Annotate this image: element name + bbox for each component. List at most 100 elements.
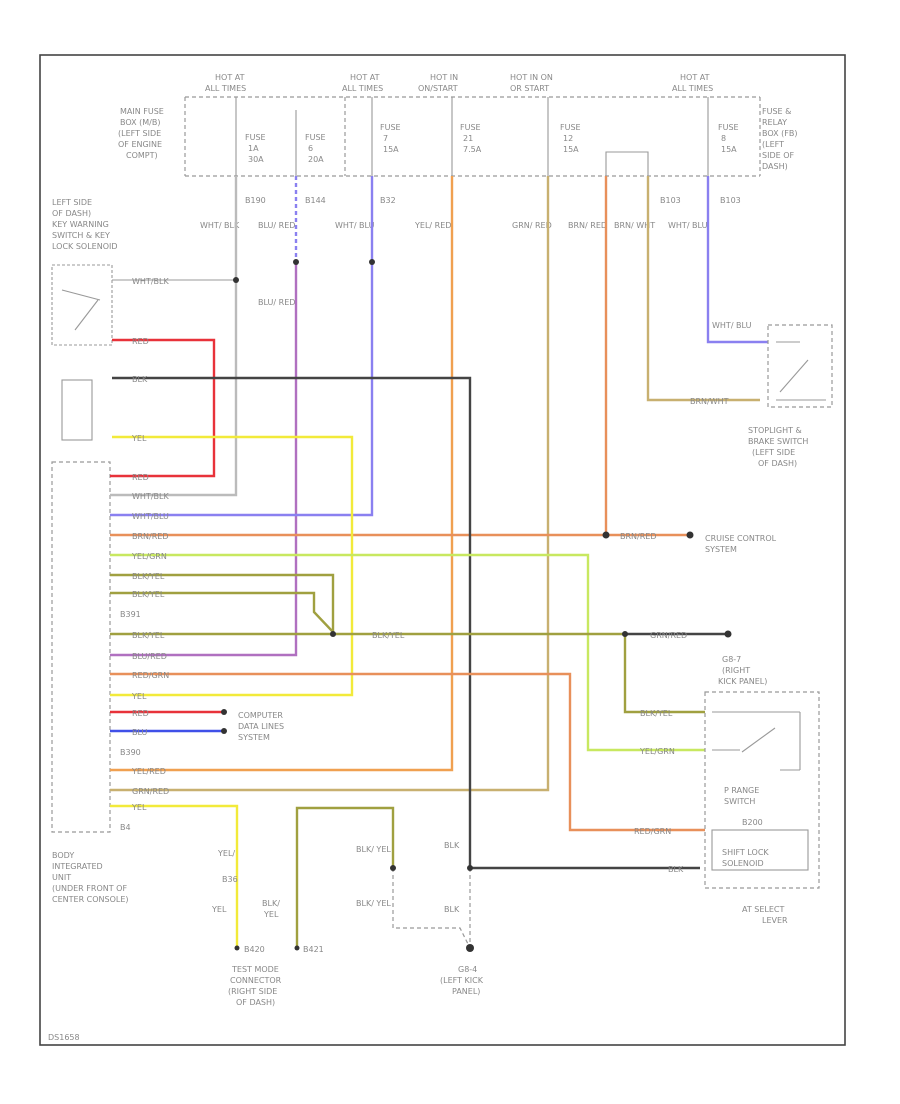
svg-text:YEL/: YEL/ [217,849,235,858]
svg-text:LEFT SIDE: LEFT SIDE [52,198,92,207]
svg-text:LEVER: LEVER [762,916,788,925]
stoplight-switch-symbol [767,324,833,408]
svg-text:BOX (M/B): BOX (M/B) [120,118,160,127]
connector-b32: B32 [380,196,396,205]
junction-dots [221,259,732,952]
svg-text:FUSE &: FUSE & [762,107,791,116]
at-select-box [704,691,820,889]
svg-text:OF DASH): OF DASH) [758,459,797,468]
svg-text:20A: 20A [308,155,324,164]
svg-text:FUSE: FUSE [560,123,581,132]
svg-text:PANEL): PANEL) [452,987,480,996]
stoplight-wire2-label: BRN/WHT [690,397,729,406]
blu-red-mid-label: BLU/ RED [258,298,295,307]
svg-text:YEL: YEL [131,803,147,812]
svg-text:CONNECTOR: CONNECTOR [230,976,282,985]
svg-text:(LEFT KICK: (LEFT KICK [440,976,484,985]
hot-label-2: HOT AT ALL TIMES [342,73,383,93]
svg-text:DATA LINES: DATA LINES [238,722,284,731]
ignition-switch-symbol [51,264,113,441]
svg-text:WHT/ BLU: WHT/ BLU [668,221,708,230]
svg-text:BRN/ RED: BRN/ RED [568,221,607,230]
svg-text:YEL/RED: YEL/RED [131,767,166,776]
footer-code: DS1658 [48,1033,80,1042]
wire-blk-yel-c [110,632,705,714]
svg-text:FUSE: FUSE [718,123,739,132]
svg-text:BLK/ YEL: BLK/ YEL [356,899,391,908]
svg-text:FUSE: FUSE [460,123,481,132]
cruise-wire-label: BRN/RED [620,532,657,541]
svg-text:KICK PANEL): KICK PANEL) [718,677,767,686]
svg-text:STOPLIGHT &: STOPLIGHT & [748,426,802,435]
svg-text:OF ENGINE: OF ENGINE [118,140,162,149]
svg-text:RED: RED [132,337,149,346]
prange-label: P RANGE SWITCH [724,786,759,806]
svg-text:BLK/YEL: BLK/YEL [132,572,165,581]
wire-yel-test [110,804,239,948]
svg-text:WHT/BLU: WHT/BLU [132,512,169,521]
svg-text:RED/GRN: RED/GRN [132,671,169,680]
wire-yel-grn [110,553,705,752]
shift-lock-label: B200 SHIFT LOCK SOLENOID [722,818,769,868]
prange-wire-2: YEL/GRN [639,747,675,756]
wire-purple [110,262,298,657]
svg-text:8: 8 [721,134,726,143]
svg-text:HOT AT: HOT AT [350,73,380,82]
svg-text:21: 21 [463,134,473,143]
svg-text:CENTER CONSOLE): CENTER CONSOLE) [52,895,129,904]
svg-text:WHT/ BLU: WHT/ BLU [335,221,375,230]
svg-text:LOCK SOLENOID: LOCK SOLENOID [52,242,118,251]
svg-text:BODY: BODY [52,851,74,860]
body-unit-label: BODY INTEGRATED UNIT (UNDER FRONT OF CEN… [52,851,129,904]
prange-wire-1: BLK/YEL [640,709,673,718]
svg-text:B36: B36 [222,875,238,884]
svg-text:YEL: YEL [211,905,227,914]
wire-blk-yel-a [110,573,335,632]
connector-b103b: B103 [720,196,741,205]
svg-text:OF DASH): OF DASH) [236,998,275,1007]
svg-text:HOT IN: HOT IN [430,73,458,82]
shift-lock-wire-2: BLK [668,865,684,874]
wire-red-1 [110,338,216,478]
svg-text:SYSTEM: SYSTEM [705,545,737,554]
svg-text:(LEFT SIDE: (LEFT SIDE [118,129,161,138]
svg-text:WHT/BLK: WHT/BLK [132,492,169,501]
svg-text:SOLENOID: SOLENOID [722,859,764,868]
svg-text:COMPUTER: COMPUTER [238,711,283,720]
svg-text:(RIGHT: (RIGHT [722,666,750,675]
svg-text:7: 7 [383,134,388,143]
fuse-12: FUSE 12 15A [547,97,581,176]
relay-box-label: FUSE & RELAY BOX (FB) (LEFT SIDE OF DASH… [762,107,798,171]
test-pin-b420: B420 [244,945,265,954]
svg-text:15A: 15A [563,145,579,154]
svg-text:HOT AT: HOT AT [215,73,245,82]
svg-text:12: 12 [563,134,573,143]
svg-text:BLK/YEL: BLK/YEL [132,590,165,599]
wire-wht-blu [110,176,374,517]
svg-text:ALL TIMES: ALL TIMES [342,84,383,93]
svg-text:BLU: BLU [132,728,148,737]
svg-text:AT SELECT: AT SELECT [742,905,785,914]
wire-wht-blu-stop [706,176,768,344]
svg-text:BLK/YEL: BLK/YEL [132,631,165,640]
svg-text:BLU/RED: BLU/RED [132,652,167,661]
connector-b390: B390 [120,748,141,757]
blk-yel-mid-label: BLK/YEL [372,631,405,640]
svg-text:FUSE: FUSE [380,123,401,132]
top-wire-labels: WHT/ BLK BLU/ RED WHT/ BLU YEL/ RED GRN/… [200,221,708,230]
svg-text:YEL/ RED: YEL/ RED [414,221,451,230]
svg-text:GRN/ RED: GRN/ RED [512,221,552,230]
svg-text:YEL: YEL [131,692,147,701]
shift-lock-symbol [711,829,809,871]
svg-text:OR START: OR START [510,84,549,93]
ground-g8-4-label: G8-4 (LEFT KICK PANEL) [440,965,484,996]
svg-text:HOT IN ON: HOT IN ON [510,73,553,82]
svg-text:1A: 1A [248,144,259,153]
main-fuse-box-label: MAIN FUSE BOX (M/B) (LEFT SIDE OF ENGINE… [118,107,164,160]
wire-blk-yel-ground [392,868,471,949]
wire-blk-yel-test [295,806,395,948]
